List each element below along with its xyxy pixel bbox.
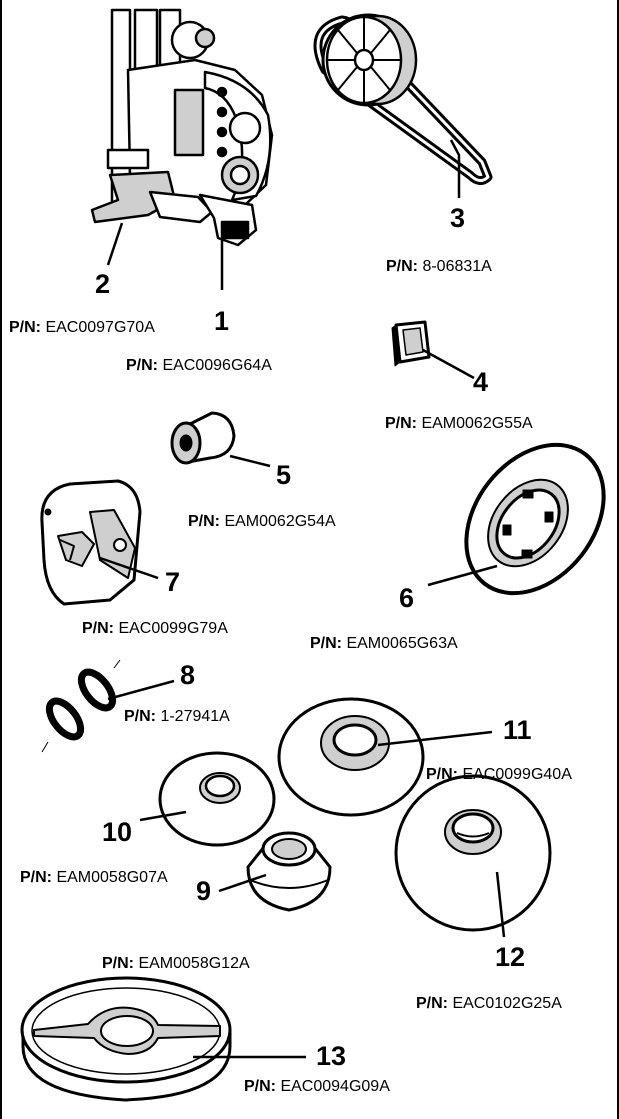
part-label-5: P/N: EAM0062G54A: [188, 514, 336, 530]
part-label-3: P/N: 8-06831A: [386, 259, 492, 275]
part-number-3: 8-06831A: [422, 258, 491, 275]
part-number-10: EAM0058G07A: [56, 869, 167, 886]
square-pad-icon: [392, 322, 429, 366]
part-label-1: P/N: EAC0096G64A: [126, 358, 272, 374]
o-rings-icon: [42, 660, 120, 752]
part-label-4: P/N: EAM0062G55A: [385, 416, 533, 432]
part-number-12: EAC0102G25A: [452, 995, 561, 1012]
part-number-4: EAM0062G55A: [421, 415, 532, 432]
pn-prefix: P/N:: [102, 955, 134, 972]
callout-number-11: 11: [503, 717, 532, 744]
callout-number-10: 10: [102, 819, 132, 846]
part-label-7: P/N: EAC0099G79A: [82, 621, 228, 637]
part-label-11: P/N: EAC0099G40A: [426, 767, 572, 783]
pn-prefix: P/N:: [426, 766, 458, 783]
callout-number-2: 2: [95, 271, 110, 298]
pn-prefix: P/N:: [386, 258, 418, 275]
pn-prefix: P/N:: [20, 869, 52, 886]
part-number-11: EAC0099G40A: [462, 766, 571, 783]
pulley-and-belt-icon: [318, 15, 488, 181]
pn-prefix: P/N:: [244, 1078, 276, 1095]
part-label-13: P/N: EAC0094G09A: [244, 1079, 390, 1095]
part-label-6: P/N: EAM0065G63A: [310, 636, 458, 652]
part-number-5: EAM0062G54A: [224, 513, 335, 530]
medium-cone-icon: [160, 753, 274, 845]
pn-prefix: P/N:: [9, 319, 41, 336]
callout-number-3: 3: [450, 205, 465, 232]
part-label-8: P/N: 1-27941A: [124, 709, 230, 725]
small-cone-icon: [248, 833, 330, 910]
guard-cover-icon: [42, 481, 140, 604]
support-bracket-assembly-icon: [92, 10, 272, 245]
part-number-8: 1-27941A: [160, 708, 229, 725]
pressure-plate-icon: [22, 978, 230, 1100]
callout-number-4: 4: [473, 369, 488, 396]
callout-number-7: 7: [165, 569, 180, 596]
callout-number-12: 12: [495, 944, 525, 971]
large-cone-icon: [279, 699, 423, 815]
splined-disc-icon: [438, 418, 619, 620]
callout-number-9: 9: [196, 878, 211, 905]
part-label-12: P/N: EAC0102G25A: [416, 996, 562, 1012]
part-number-6: EAM0065G63A: [346, 635, 457, 652]
part-label-10: P/N: EAM0058G07A: [20, 870, 168, 886]
pn-prefix: P/N:: [385, 415, 417, 432]
callout-number-1: 1: [214, 308, 229, 335]
pn-prefix: P/N:: [188, 513, 220, 530]
part-number-2: EAC0097G70A: [45, 319, 154, 336]
callout-number-13: 13: [316, 1043, 346, 1070]
extra-large-cone-icon: [396, 776, 550, 930]
pn-prefix: P/N:: [82, 620, 114, 637]
callout-number-6: 6: [399, 585, 414, 612]
part-label-2: P/N: EAC0097G70A: [9, 320, 155, 336]
cylindrical-bushing-icon: [172, 413, 234, 463]
part-number-9: EAM0058G12A: [138, 955, 249, 972]
pn-prefix: P/N:: [126, 357, 158, 374]
pn-prefix: P/N:: [124, 708, 156, 725]
pn-prefix: P/N:: [310, 635, 342, 652]
callout-number-8: 8: [180, 662, 195, 689]
part-number-13: EAC0094G09A: [280, 1078, 389, 1095]
pn-prefix: P/N:: [416, 995, 448, 1012]
callout-number-5: 5: [276, 462, 291, 489]
part-number-7: EAC0099G79A: [118, 620, 227, 637]
part-label-9: P/N: EAM0058G12A: [102, 956, 250, 972]
part-number-1: EAC0096G64A: [162, 357, 271, 374]
